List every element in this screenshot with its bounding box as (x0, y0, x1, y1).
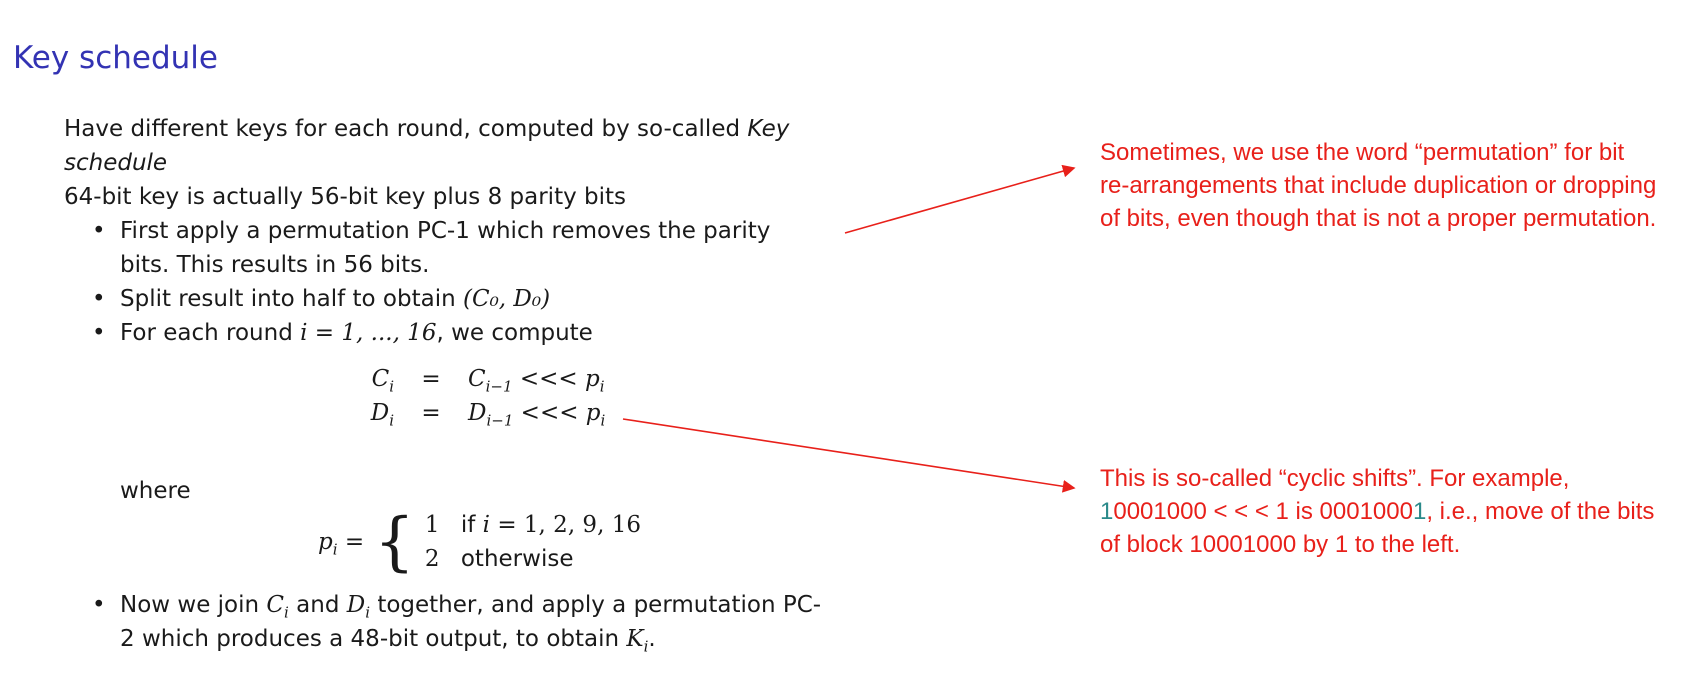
annotation-cyclic-shift: This is so-called “cyclic shifts”. For e… (1100, 465, 1655, 558)
eq2-lhs: Di (370, 400, 394, 430)
bullet-list: First apply a permutation PC-1 which rem… (64, 214, 824, 350)
intro-emphasis: Key schedule (64, 116, 790, 176)
eq2-rhs: Di−1 <<< pi (468, 400, 606, 430)
where-label: where (120, 478, 191, 504)
pi-lhs: pi = (318, 529, 365, 559)
bullet-split: Split result into half to obtain (C₀, D₀… (64, 282, 824, 316)
equation-d: Di = Di−1 <<< pi (338, 396, 606, 430)
eq1-rhs: Ci−1 <<< pi (468, 366, 605, 396)
intro-line: Have different keys for each round, comp… (64, 112, 824, 180)
eq1-lhs: Ci (371, 366, 394, 396)
bullet-rounds-math: i = 1, ..., 16 (300, 320, 437, 346)
eq1-op: = (421, 366, 441, 392)
highlight-bit-2: 1 (1412, 498, 1427, 525)
highlight-bit-1: 1 (1100, 498, 1114, 525)
intro-text: Have different keys for each round, comp… (64, 116, 748, 142)
equation-c: Ci = Ci−1 <<< pi (338, 362, 605, 396)
bullet-pc1: First apply a permutation PC-1 which rem… (64, 214, 824, 282)
bullet-rounds: For each round i = 1, ..., 16, we comput… (64, 316, 824, 350)
key-line: 64-bit key is actually 56-bit key plus 8… (64, 184, 627, 210)
arrow-to-cyclic-shift-note (622, 418, 1076, 493)
annotation-permutation: Sometimes, we use the word “permutation”… (1100, 139, 1657, 232)
eq2-op: = (421, 400, 441, 426)
bullet-pc2: Now we join Ci and Di together, and appl… (64, 588, 824, 656)
slide-body: Have different keys for each round, comp… (64, 112, 824, 350)
bullet-split-math: (C₀, D₀) (463, 286, 551, 312)
slide-title: Key schedule (13, 40, 218, 76)
bullet-list-final: Now we join Ci and Di together, and appl… (64, 588, 824, 656)
left-brace: { (374, 505, 415, 579)
bullet-rounds-text-b: , we compute (436, 320, 593, 346)
shift-equations: Ci = Ci−1 <<< pi Di = Di−1 <<< pi (338, 362, 606, 430)
bullet-split-text: Split result into half to obtain (120, 286, 463, 312)
arrow-to-permutation-note (844, 164, 1076, 234)
bullet-rounds-text-a: For each round (120, 320, 301, 346)
